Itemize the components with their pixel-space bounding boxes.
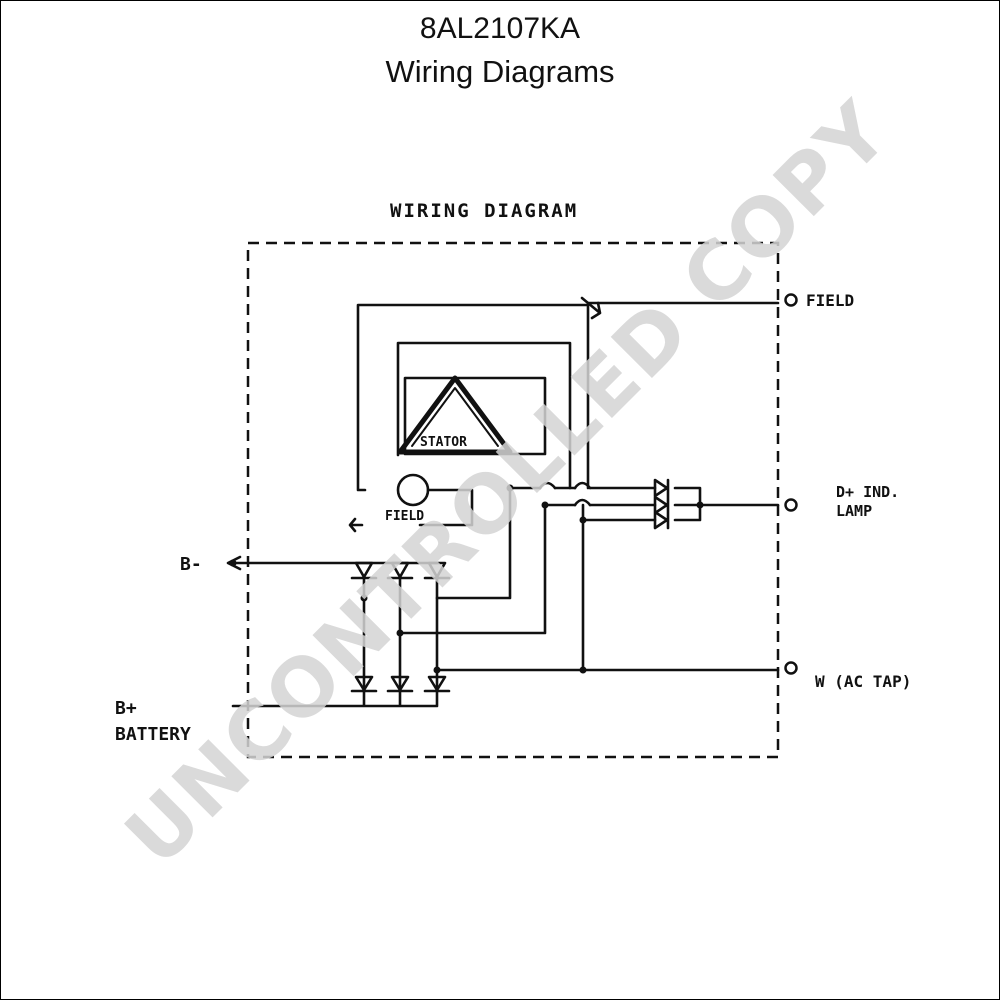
model-title: 8AL2107KA: [419, 12, 581, 45]
page-subtitle: Wiring Diagrams: [385, 54, 615, 89]
stator-delta-winding: [397, 375, 513, 455]
diode-trio: [653, 478, 780, 530]
field-terminal: [784, 293, 798, 307]
tap-wire-2: [398, 503, 547, 635]
w-terminal-label: W (AC TAP): [815, 672, 911, 691]
field-coil-label: FIELD: [385, 509, 424, 524]
regulator-arrow: [580, 296, 602, 320]
field-terminal-label: FIELD: [806, 291, 854, 310]
b-plus-bus: [231, 689, 439, 708]
w-terminal: [784, 661, 798, 675]
b-minus-label: B-: [180, 554, 202, 575]
diagram-heading: WIRING DIAGRAM: [390, 200, 578, 222]
regulator-inner-loop: [396, 341, 572, 490]
d-plus-label-line2: LAMP: [836, 502, 872, 520]
tap-wire-1: [435, 486, 512, 600]
d-plus-terminal: [784, 498, 798, 512]
b-plus-label-line1: B+: [115, 698, 137, 719]
d-plus-label-line1: D+ IND.: [836, 483, 899, 501]
regulator-outer-loop: [356, 303, 590, 492]
b-plus-label-line2: BATTERY: [115, 724, 191, 745]
stator-label: STATOR: [420, 435, 467, 450]
